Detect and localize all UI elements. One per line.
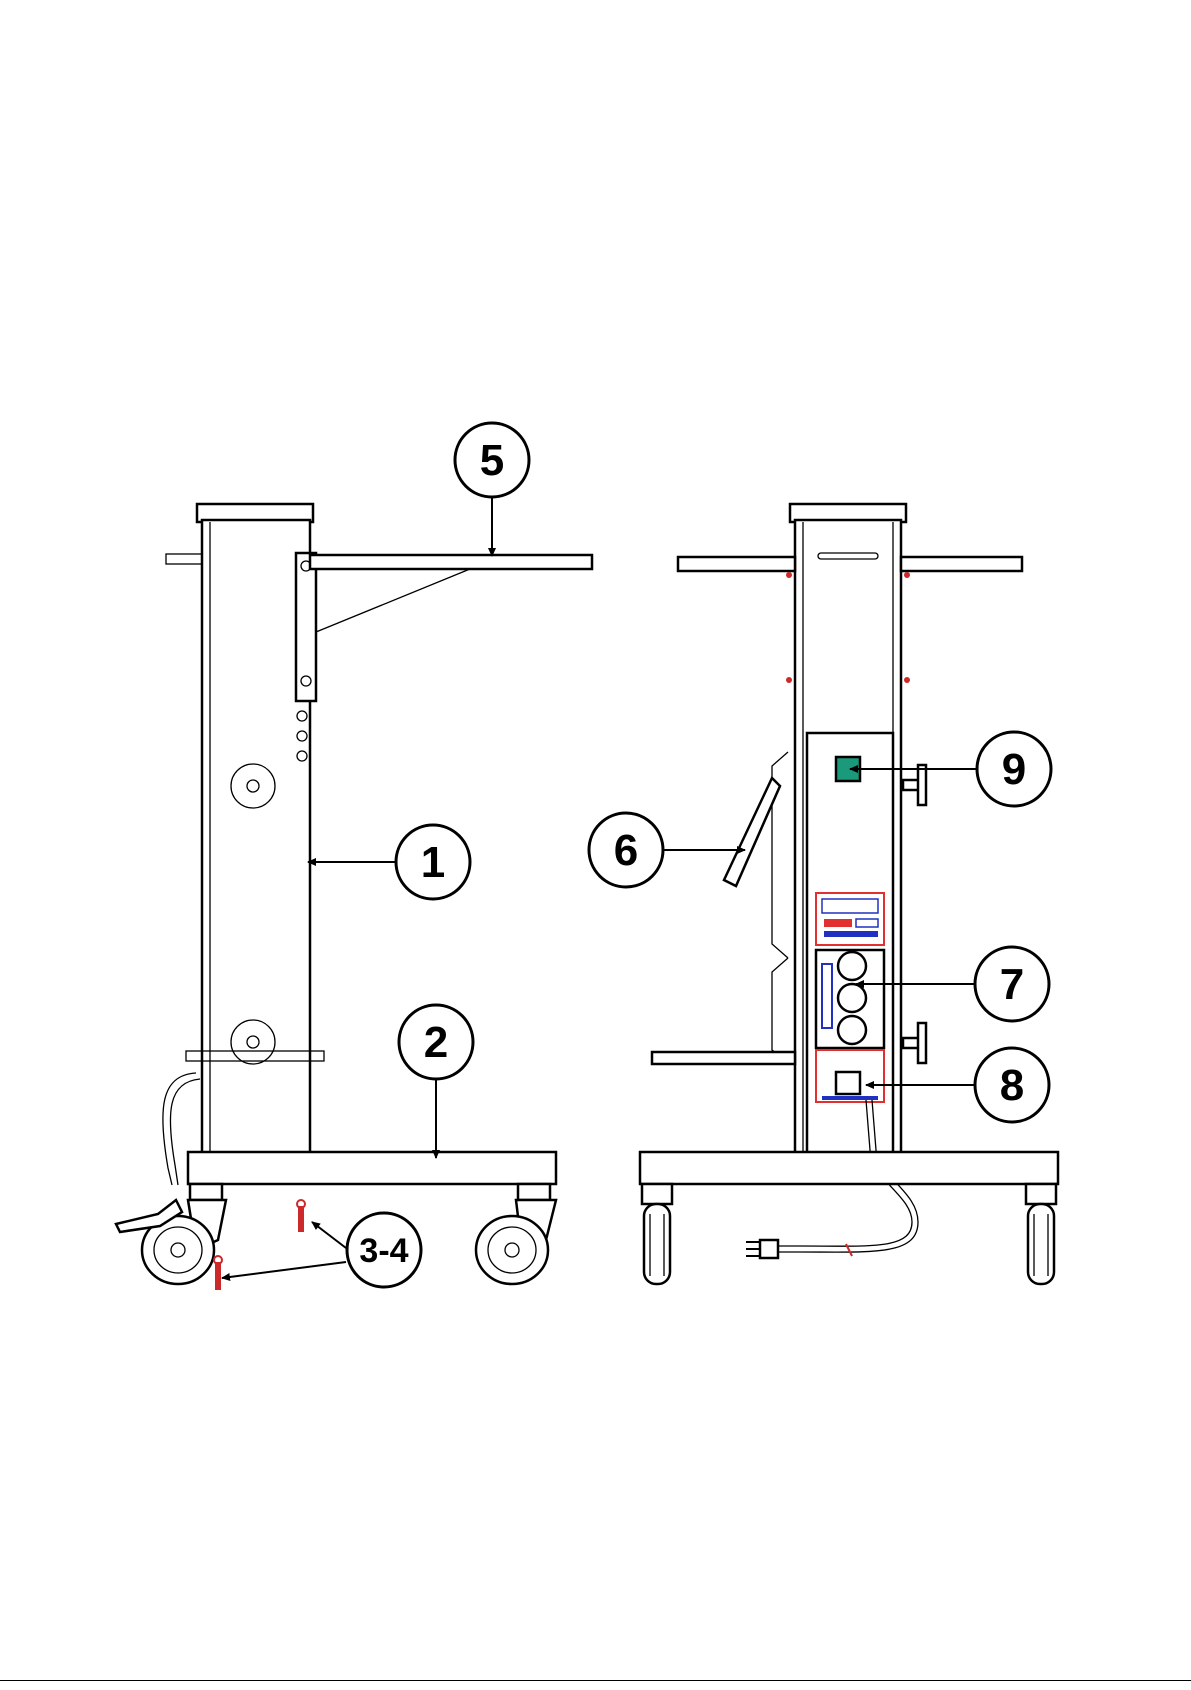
- warning-label-icon: [816, 893, 884, 945]
- callout-1: 1: [308, 825, 470, 899]
- callout-2: 2: [399, 1005, 473, 1158]
- outlet-strip-icon: [816, 950, 884, 1048]
- callout-8-label: 8: [1000, 1061, 1024, 1110]
- callout-1-label: 1: [421, 838, 445, 887]
- callout-6-label: 6: [614, 826, 638, 875]
- callout-7-label: 7: [1000, 960, 1024, 1009]
- screw-icon: [297, 1200, 305, 1232]
- power-inlet-icon: [816, 1050, 884, 1102]
- callout-6: 6: [589, 813, 745, 887]
- screw-icon: [214, 1256, 222, 1290]
- cart-side-view: [116, 504, 592, 1290]
- page-bottom-rule: [0, 1680, 1191, 1681]
- callout-2-label: 2: [424, 1018, 448, 1067]
- callout-5: 5: [455, 423, 529, 556]
- callout-9-label: 9: [1002, 745, 1026, 794]
- callout-5-label: 5: [480, 436, 504, 485]
- callout-3-4: 3-4: [222, 1213, 421, 1287]
- callout-3-4-label: 3-4: [359, 1232, 408, 1270]
- cart-rear-view: [640, 504, 1058, 1284]
